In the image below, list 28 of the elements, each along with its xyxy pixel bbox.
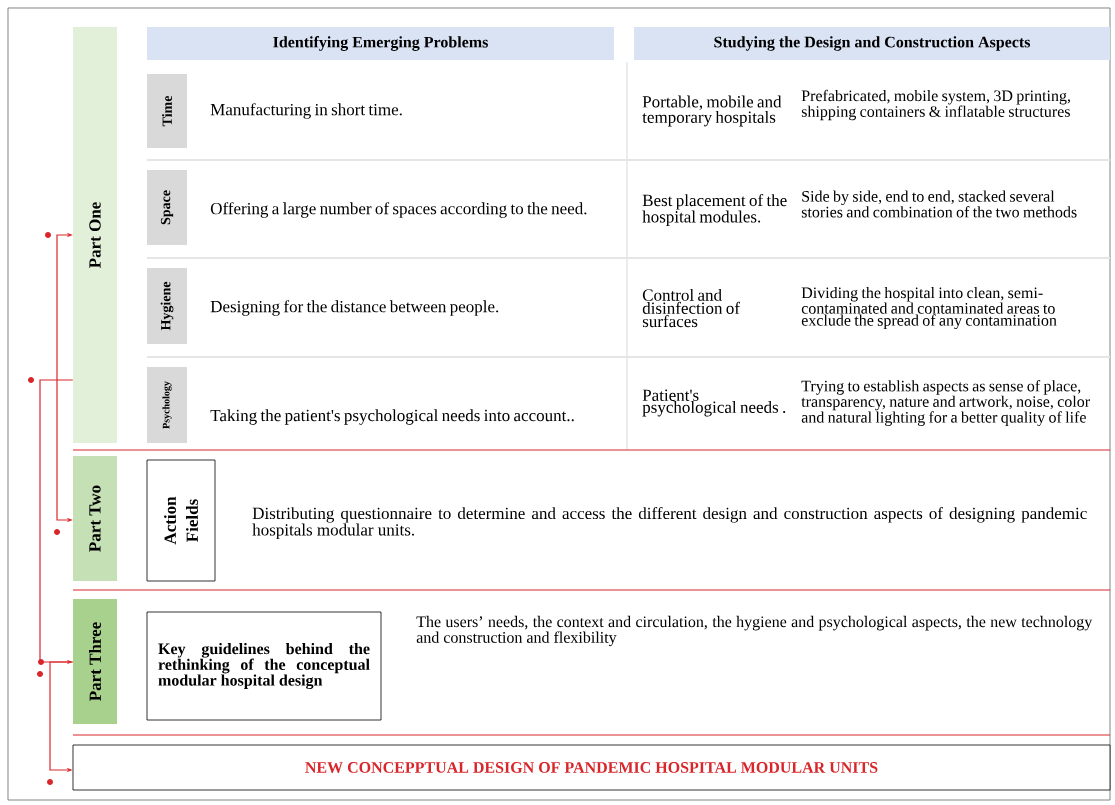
column-header: Identifying Emerging Problems xyxy=(147,27,614,60)
cell-text: Dividing the hospital into clean, semi-contaminated and contaminated areas to exclude the spread of any contamination xyxy=(801,286,1057,330)
cell-text: Portable, mobile and temporary hospitals xyxy=(642,95,782,127)
part-band: Part One xyxy=(73,27,117,443)
part-band: Part Three xyxy=(73,599,117,724)
cell-text: Best placement of the hospital modules. xyxy=(642,194,787,226)
category-tab: Space xyxy=(147,170,187,245)
category-tab: Hygiene xyxy=(147,268,187,344)
guideline-box: Key guidelines behind the rethinking of the conceptual modular hospital design xyxy=(146,611,382,721)
cell-text: The users’ needs, the context and circulation, the hygiene and psychological aspects, the new technology and construction and flexibility xyxy=(416,615,1093,647)
cell-text: Side by side, end to end, stacked several stories and combination of the two methods xyxy=(801,190,1077,218)
cell-text: Manufacturing in short time. xyxy=(210,103,402,119)
column-header: Studying the Design and Construction Aspects xyxy=(634,27,1110,60)
result-box: NEW CONCEPPTUAL DESIGN OF PANDEMIC HOSPITAL MODULAR UNITS xyxy=(72,744,1111,791)
connector-arrow xyxy=(28,377,74,677)
part-band: Part Two xyxy=(73,456,117,581)
category-tab: Psychology xyxy=(147,367,187,443)
cell-text: Prefabricated, mobile system, 3D printing, shipping containers & inflatable structures xyxy=(801,89,1070,121)
action-box: Action Fields xyxy=(146,459,216,582)
cell-text: Patient's psychological needs . xyxy=(642,389,786,417)
cell-text: Offering a large number of spaces according to the need. xyxy=(210,202,587,218)
cell-text: Taking the patient's psychological needs into account.. xyxy=(210,409,574,425)
category-tab: Time xyxy=(147,74,187,148)
connector-arrow xyxy=(38,659,74,785)
cell-text: Control and disinfection of surfaces xyxy=(642,288,740,328)
cell-text: Distributing questionnaire to determine and access the different design and construction aspects of designing pandemic hospitals modular units. xyxy=(252,507,1087,540)
cell-text: Trying to establish aspects as sense of place, transparency, nature and artwork, noise, color and natural lighting for a better quality of life xyxy=(801,380,1090,426)
cell-text: Designing for the distance between people. xyxy=(210,300,499,316)
